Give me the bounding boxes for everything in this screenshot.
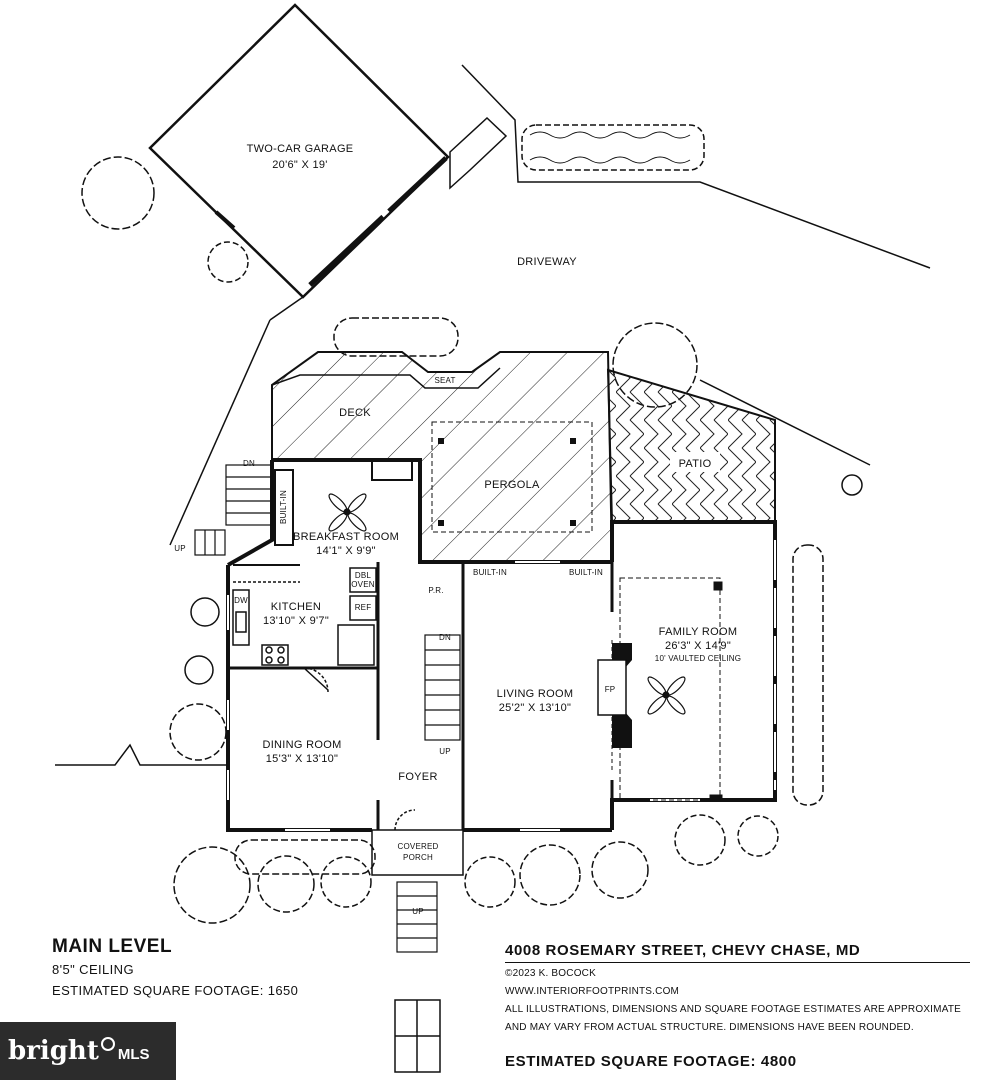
dining-room-name: DINING ROOM [262, 739, 341, 751]
total-square-footage: ESTIMATED SQUARE FOOTAGE: 4800 [505, 1053, 797, 1070]
driveway-label: DRIVEWAY [517, 256, 577, 268]
seat-label: SEAT [434, 376, 455, 385]
hedge-top [521, 124, 705, 171]
up-label-center: UP [439, 747, 451, 756]
patio: PATIO [606, 368, 776, 523]
kitchen-dim: 13'10" X 9'7" [263, 615, 329, 627]
dn-label-center: DN [439, 633, 451, 642]
covered-porch [55, 743, 465, 1073]
brand-mark-icon [100, 1037, 115, 1051]
garage: TWO-CAR GARAGE 20'6" X 19' [148, 3, 450, 299]
bright-mls-logo: bright MLS [0, 1022, 176, 1080]
brand-main: bright [8, 1036, 99, 1066]
address-divider [505, 962, 970, 963]
ref-label: REF [355, 603, 372, 612]
kitchen-fixtures [232, 567, 377, 693]
garage-dim: 20'6" X 19' [272, 159, 327, 171]
copyright: ©2023 K. BOCOCK [505, 968, 596, 979]
built-in-living-1: BUILT-IN [473, 568, 507, 577]
family-room-dim: 26'3" X 14'9" [665, 640, 731, 652]
up-label-left: UP [174, 544, 186, 553]
level-title: MAIN LEVEL [52, 936, 173, 957]
pergola-label: PERGOLA [484, 479, 540, 491]
porch-label-1: COVERED [398, 842, 439, 851]
up-label-porch: UP [412, 907, 424, 916]
brand-sub: MLS [117, 1045, 150, 1063]
patio-label: PATIO [679, 458, 712, 470]
driveway: DRIVEWAY [169, 64, 931, 546]
level-ceiling: 8'5" CEILING [52, 962, 134, 977]
porch-label-2: PORCH [403, 853, 433, 862]
dbl-oven-2: OVEN [351, 580, 374, 589]
deck-label: DECK [339, 407, 371, 419]
breakfast-room-dim: 14'1" X 9'9" [316, 545, 376, 557]
website: WWW.INTERIORFOOTPRINTS.COM [505, 986, 680, 997]
property-address: 4008 ROSEMARY STREET, CHEVY CHASE, MD [505, 942, 861, 959]
pergola [431, 421, 593, 533]
ceiling-fans [328, 493, 686, 715]
garage-name: TWO-CAR GARAGE [247, 143, 354, 155]
dbl-oven-1: DBL [355, 571, 372, 580]
disclaimer-line-1: ALL ILLUSTRATIONS, DIMENSIONS AND SQUARE… [505, 1004, 962, 1015]
fireplace: FP [597, 643, 632, 748]
deck: DECK SEAT PERGOLA [271, 351, 614, 563]
fireplace-label: FP [605, 685, 616, 694]
dining-room-dim: 15'3" X 13'10" [266, 753, 338, 765]
living-room-dim: 25'2" X 13'10" [499, 702, 571, 714]
living-room-name: LIVING ROOM [497, 688, 574, 700]
built-in-breakfast: BUILT-IN [279, 490, 288, 524]
powder-room-label: P.R. [428, 586, 443, 595]
dn-label-left: DN [243, 459, 255, 468]
stairs [194, 464, 461, 953]
disclaimer-line-2: AND MAY VARY FROM ACTUAL STRUCTURE. DIME… [505, 1022, 914, 1033]
built-in-living-2: BUILT-IN [569, 568, 603, 577]
level-square-footage: ESTIMATED SQUARE FOOTAGE: 1650 [52, 983, 299, 998]
room-labels: BREAKFAST ROOM 14'1" X 9'9" KITCHEN 13'1… [174, 459, 741, 916]
family-room-note: 10' VAULTED CEILING [655, 654, 741, 663]
foyer-label: FOYER [398, 771, 437, 783]
landscaping [81, 156, 863, 924]
breakfast-room-name: BREAKFAST ROOM [293, 531, 399, 543]
kitchen-name: KITCHEN [271, 601, 321, 613]
family-room-name: FAMILY ROOM [659, 626, 738, 638]
dw-label: DW [234, 596, 248, 605]
